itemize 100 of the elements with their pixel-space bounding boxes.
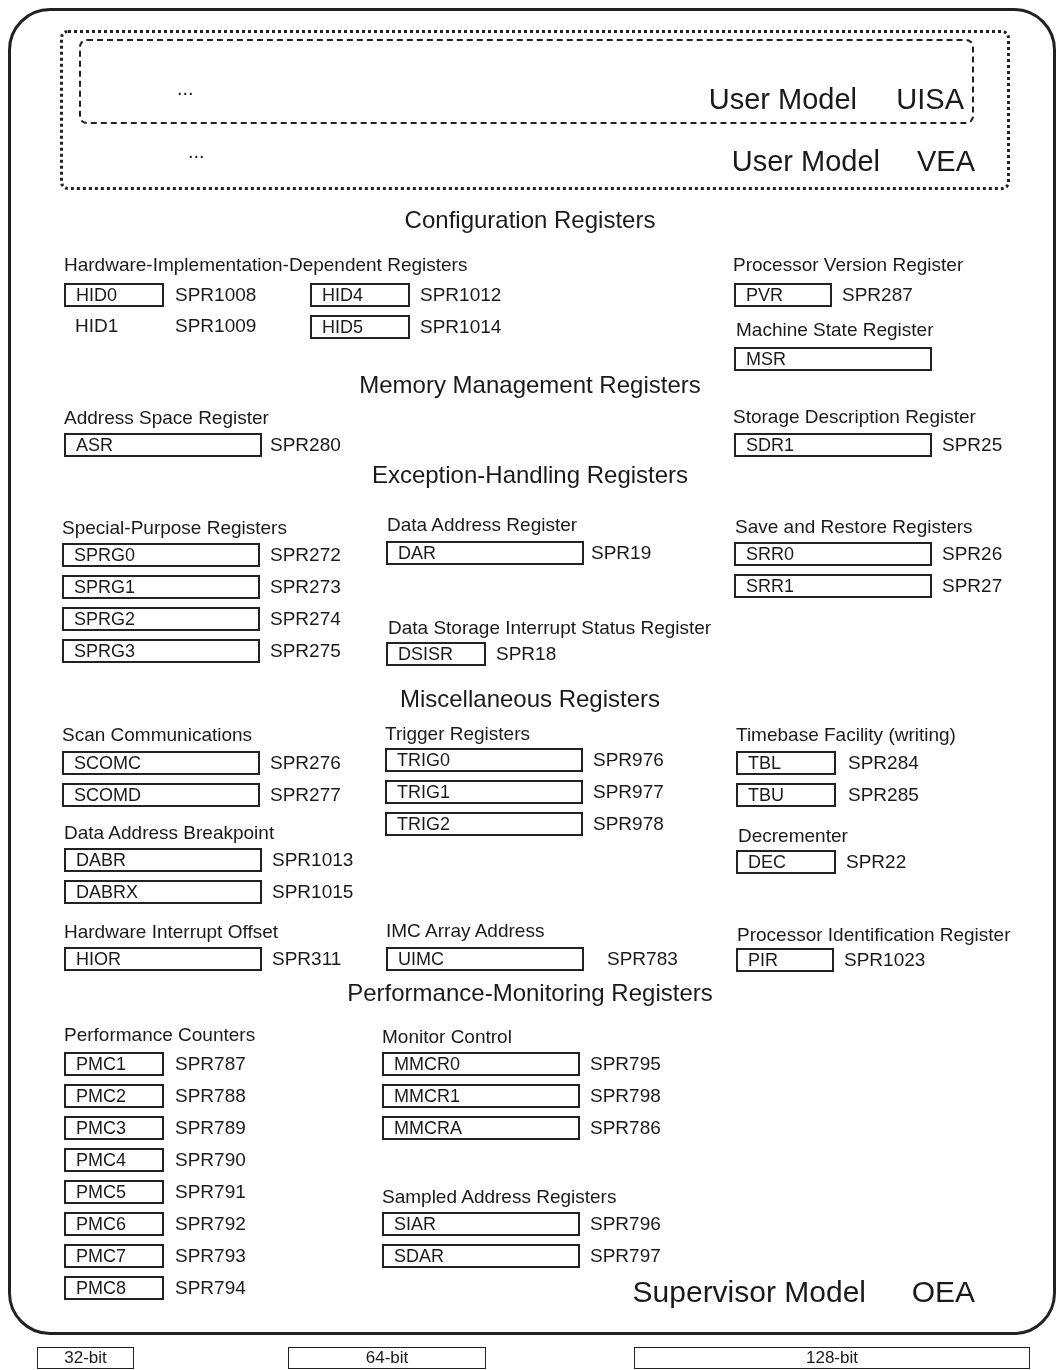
section-heading: Miscellaneous Registers (399, 686, 661, 711)
model-label: VEA (916, 147, 975, 177)
register-box: SPRG3 (62, 639, 260, 663)
group-label: Hardware-Implementation-Dependent Registers (64, 254, 468, 274)
spr-number: SPR790 (175, 1150, 246, 1169)
register-box: MMCRA (382, 1116, 580, 1140)
spr-number: SPR277 (270, 785, 341, 804)
register-box: PMC6 (64, 1212, 164, 1236)
model-label: UISA (896, 85, 964, 115)
group-label: Storage Description Register (733, 406, 976, 426)
register-box: TBL (736, 751, 836, 775)
group-label: Processor Version Register (733, 254, 964, 274)
group-label: Trigger Registers (385, 723, 530, 743)
group-label: Timebase Facility (writing) (736, 724, 956, 744)
spr-number: SPR285 (848, 785, 919, 804)
register-box: MSR (734, 347, 932, 371)
section-heading: Configuration Registers (404, 207, 656, 232)
spr-number: SPR276 (270, 753, 341, 772)
register-box: TRIG2 (385, 812, 583, 836)
group-label: Special-Purpose Registers (62, 517, 287, 537)
group-label: Data Address Breakpoint (64, 822, 275, 842)
register-box: DSISR (386, 642, 486, 666)
register-box: HID5 (310, 315, 410, 339)
spr-number: SPR978 (593, 814, 664, 833)
spr-number: SPR26 (942, 544, 1003, 563)
spr-number: SPR1013 (272, 850, 354, 869)
bit-width-box: 32-bit (37, 1347, 134, 1369)
spr-number: SPR280 (270, 435, 341, 454)
group-label: Address Space Register (64, 407, 269, 427)
spr-number: SPR789 (175, 1118, 246, 1137)
register-box: DABR (64, 848, 262, 872)
group-label: Sampled Address Registers (382, 1186, 617, 1206)
spr-number: SPR798 (590, 1086, 661, 1105)
register-box: PMC4 (64, 1148, 164, 1172)
group-label: Save and Restore Registers (735, 516, 973, 536)
register-box: TBU (736, 783, 836, 807)
section-heading: Performance-Monitoring Registers (347, 980, 713, 1005)
register-box: MMCR1 (382, 1084, 580, 1108)
spr-number: SPR976 (593, 750, 664, 769)
spr-number: SPR284 (848, 753, 919, 772)
spr-number: SPR788 (175, 1086, 246, 1105)
spr-number: SPR796 (590, 1214, 661, 1233)
register-box: UIMC (386, 947, 584, 971)
group-label: Processor Identification Register (737, 924, 1011, 944)
spr-number: SPR783 (607, 949, 678, 968)
register-box: SCOMC (62, 751, 260, 775)
spr-number: SPR1012 (420, 285, 502, 304)
model-label: User Model (731, 147, 880, 177)
group-label: Data Address Register (387, 514, 578, 534)
section-heading: Memory Management Registers (359, 372, 701, 397)
register-box: SDR1 (734, 433, 932, 457)
spr-number: SPR287 (842, 285, 913, 304)
section-heading: Exception-Handling Registers (371, 462, 689, 487)
register-box: PMC7 (64, 1244, 164, 1268)
spr-number: SPR1023 (844, 950, 926, 969)
spr-number: SPR797 (590, 1246, 661, 1265)
register-box: PIR (736, 948, 834, 972)
supervisor-model-frame (8, 8, 1056, 1335)
bit-width-box: 64-bit (288, 1347, 486, 1369)
group-label: HID1 (75, 315, 119, 335)
spr-number: SPR1008 (175, 285, 257, 304)
register-box: SDAR (382, 1244, 580, 1268)
group-label: Hardware Interrupt Offset (64, 921, 279, 941)
ellipsis-text: ... (177, 78, 194, 98)
register-box: HID0 (64, 283, 164, 307)
spr-number: SPR19 (591, 543, 652, 562)
spr-number: SPR311 (272, 949, 342, 968)
register-box: SRR1 (734, 574, 932, 598)
spr-number: SPR274 (270, 609, 341, 628)
register-box: SPRG2 (62, 607, 260, 631)
spr-number: SPR792 (175, 1214, 246, 1233)
spr-number: SPR791 (175, 1182, 246, 1201)
group-label: Machine State Register (736, 319, 934, 339)
spr-number: SPR977 (593, 782, 664, 801)
user-model-vea-frame (60, 30, 1010, 190)
group-label: Monitor Control (382, 1026, 512, 1046)
model-label: User Model (708, 85, 857, 115)
spr-number: SPR273 (270, 577, 341, 596)
group-label: Decrementer (738, 825, 848, 845)
spr-number: SPR787 (175, 1054, 246, 1073)
ellipsis-text: ... (188, 141, 205, 161)
group-label: IMC Array Address (386, 920, 545, 940)
register-box: SRR0 (734, 542, 932, 566)
model-label: Supervisor Model (632, 1276, 866, 1307)
model-label: OEA (911, 1276, 975, 1307)
register-box: PMC8 (64, 1276, 164, 1300)
spr-number: SPR27 (942, 576, 1003, 595)
user-model-uisa-frame (79, 39, 974, 124)
register-box: PMC5 (64, 1180, 164, 1204)
register-box: PMC1 (64, 1052, 164, 1076)
register-box: PMC3 (64, 1116, 164, 1140)
register-box: SIAR (382, 1212, 580, 1236)
register-box: TRIG1 (385, 780, 583, 804)
register-box: DAR (386, 541, 584, 565)
group-label: Scan Communications (62, 724, 253, 744)
register-box: MMCR0 (382, 1052, 580, 1076)
register-box: SPRG0 (62, 543, 260, 567)
register-box: PMC2 (64, 1084, 164, 1108)
spr-number: SPR793 (175, 1246, 246, 1265)
spr-number: SPR22 (846, 852, 907, 871)
